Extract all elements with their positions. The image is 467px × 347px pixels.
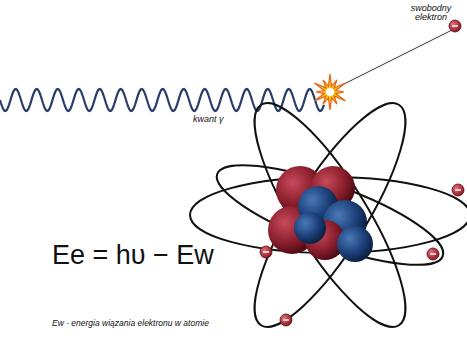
atom-nucleus: [268, 166, 373, 262]
minus-sign: [283, 319, 289, 320]
electrons: [260, 20, 464, 326]
electron-label: swobodny elektron: [400, 4, 462, 22]
minus-sign: [452, 25, 458, 26]
electron: [260, 246, 272, 258]
minus-sign: [455, 189, 461, 190]
electron: [280, 314, 292, 326]
burst-core: [326, 88, 334, 96]
formula: Ee = hυ − Ew: [52, 240, 214, 271]
electron-track: [332, 30, 452, 90]
minus-sign: [430, 253, 436, 254]
electron: [427, 248, 439, 260]
binding-energy-note: Ew - energia wiązania elektronu w atomie: [52, 318, 209, 328]
photon-label: kwant γ: [193, 114, 224, 124]
minus-sign: [263, 251, 269, 252]
electron: [452, 184, 464, 196]
gamma-wave: [0, 89, 324, 111]
electron: [449, 20, 461, 32]
collision-burst: [314, 74, 345, 110]
atom-orbits: [190, 86, 467, 345]
